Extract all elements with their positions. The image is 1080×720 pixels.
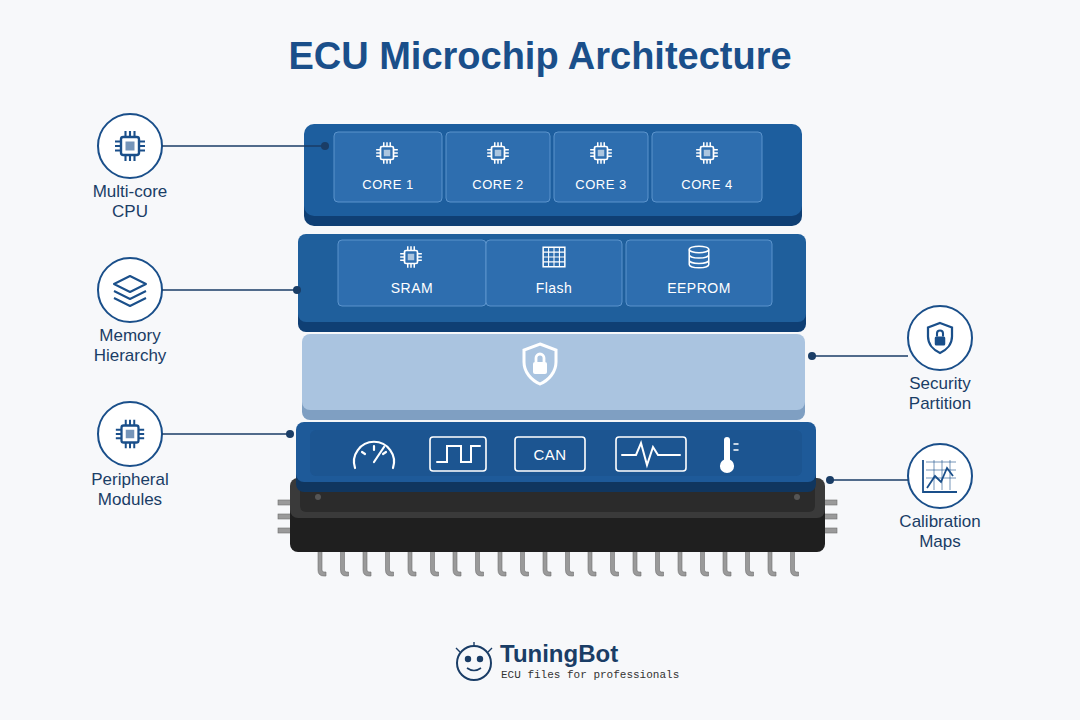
chip-pin <box>701 548 709 576</box>
module-tile: CORE 3 <box>554 170 648 200</box>
chip-pin <box>453 548 461 576</box>
module-label: CORE 3 <box>575 177 626 192</box>
callout-label: Peripheral Modules <box>75 470 185 511</box>
chip-pin <box>746 548 754 576</box>
diagram-title: ECU Microchip Architecture <box>0 34 1080 80</box>
module-label: CORE 1 <box>362 177 413 192</box>
callout-label: Memory Hierarchy <box>75 326 185 367</box>
chip-pin <box>823 514 837 519</box>
chip-pin <box>476 548 484 576</box>
module-label: EEPROM <box>667 280 731 296</box>
brand-tagline: ECU files for professionals <box>501 669 741 682</box>
chip-pin <box>543 548 551 576</box>
module-tile: Flash <box>486 274 622 304</box>
module-tile: CORE 4 <box>652 170 762 200</box>
chip-pin <box>521 548 529 576</box>
chip-pin <box>278 528 292 533</box>
callout-label: Multi-core CPU <box>75 182 185 223</box>
module-label: SRAM <box>391 280 433 296</box>
module-tile: SRAM <box>338 274 486 304</box>
chip-pin <box>278 514 292 519</box>
chip-package <box>278 478 837 576</box>
logo-icon <box>456 642 492 680</box>
chip-pin <box>633 548 641 576</box>
chip-pin <box>823 528 837 533</box>
chip-pin <box>278 500 292 505</box>
chip-pin <box>566 548 574 576</box>
peripheral-layer <box>296 422 816 492</box>
module-label: Flash <box>536 280 573 296</box>
module-tile: EEPROM <box>626 274 772 304</box>
brand-name: TuningBot <box>500 640 700 669</box>
module-label: CAN <box>533 446 566 463</box>
memory-layer <box>298 234 806 332</box>
chip-pin <box>678 548 686 576</box>
chip-pin <box>823 500 837 505</box>
module-label: CORE 2 <box>472 177 523 192</box>
module-tile: CORE 1 <box>334 170 442 200</box>
chip-pin <box>363 548 371 576</box>
callout-label: Security Partition <box>885 374 995 415</box>
chip-pin <box>318 548 326 576</box>
chip-pin <box>723 548 731 576</box>
chip-pin <box>791 548 799 576</box>
chip-pin <box>386 548 394 576</box>
chip-pin <box>498 548 506 576</box>
callouts <box>98 114 972 508</box>
callout-label: Calibration Maps <box>885 512 995 553</box>
chip-pin <box>588 548 596 576</box>
cpu-layer <box>304 124 802 226</box>
chip-pin <box>611 548 619 576</box>
chip-pin <box>768 548 776 576</box>
chip-pin <box>341 548 349 576</box>
bus-box: CAN <box>515 437 585 471</box>
module-tile: CORE 2 <box>446 170 550 200</box>
module-label: CORE 4 <box>681 177 732 192</box>
security-layer <box>302 334 805 420</box>
chip-pin <box>656 548 664 576</box>
chip-pin <box>408 548 416 576</box>
chip-pin <box>431 548 439 576</box>
